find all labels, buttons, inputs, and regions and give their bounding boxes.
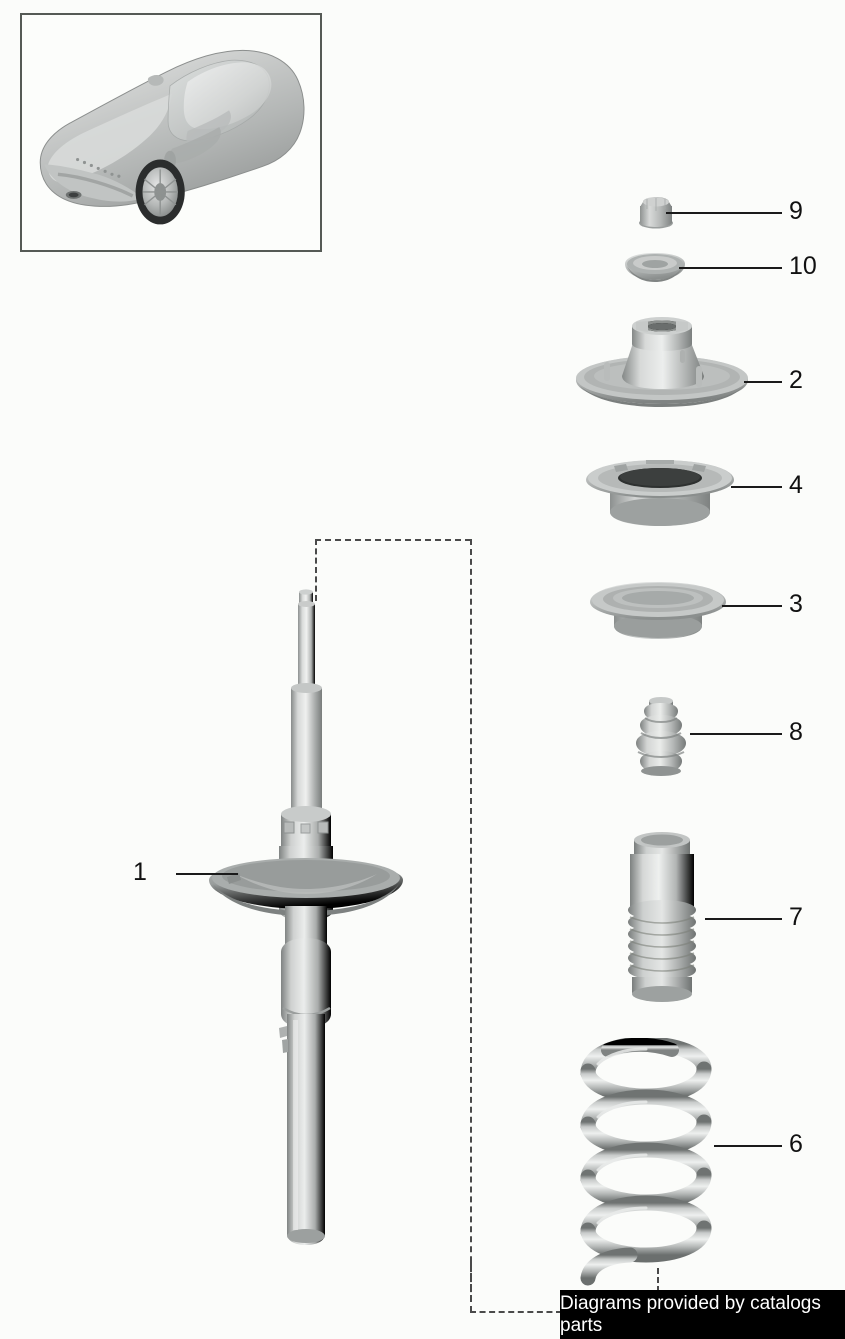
car-roof	[183, 62, 272, 130]
leader-line-1	[176, 873, 238, 875]
leader-line-6	[714, 1145, 782, 1147]
leader-line-7	[705, 918, 782, 920]
leader-line-9	[666, 212, 782, 214]
watermark-text: Diagrams provided by catalogs parts	[560, 1292, 821, 1336]
car-rear-bumper	[44, 164, 143, 202]
leader-line-10	[679, 267, 782, 269]
part-shock-absorber-strut	[205, 584, 407, 1252]
assembly-box-top	[315, 539, 471, 541]
strut-spring-seat	[209, 858, 403, 916]
vehicle-thumbnail-box	[20, 13, 322, 252]
part-coil-spring	[568, 1038, 724, 1300]
callout-number-7: 7	[789, 903, 803, 931]
part-spring-seat-upper	[588, 578, 728, 644]
assembly-box-left-stub	[315, 539, 317, 601]
car-mirror	[147, 74, 164, 86]
leader-line-8	[690, 733, 782, 735]
part-thrust-bearing	[584, 456, 736, 532]
callout-number-3: 3	[789, 590, 803, 618]
car-side-window	[186, 110, 231, 145]
watermark-banner: Diagrams provided by catalogs parts	[560, 1290, 845, 1339]
part-strut-mount	[574, 314, 750, 410]
callout-number-4: 4	[789, 471, 803, 499]
leader-line-2	[744, 381, 782, 383]
callout-number-10: 10	[789, 252, 817, 280]
car-badge	[76, 157, 121, 178]
part-washer	[624, 252, 686, 286]
car-side-intake	[169, 127, 221, 163]
car-taillight-strip	[57, 172, 134, 198]
part-hex-nut	[635, 196, 677, 230]
leader-line-3	[722, 605, 782, 607]
callout-number-6: 6	[789, 1130, 803, 1158]
leader-line-4	[731, 486, 782, 488]
assembly-box-right	[470, 539, 472, 1312]
car-front-wheel	[135, 159, 185, 225]
callout-number-2: 2	[789, 366, 803, 394]
assembly-box-left-lower	[470, 1262, 472, 1312]
callout-number-1: 1	[133, 858, 147, 886]
callout-number-9: 9	[789, 197, 803, 225]
assembly-box-bottom	[470, 1311, 562, 1313]
spring-centerline	[657, 1268, 659, 1292]
vehicle-illustration	[39, 49, 305, 225]
part-bump-stop	[627, 697, 695, 777]
car-rear-deck	[47, 93, 172, 183]
callout-number-8: 8	[789, 718, 803, 746]
part-protective-tube	[614, 832, 710, 1004]
